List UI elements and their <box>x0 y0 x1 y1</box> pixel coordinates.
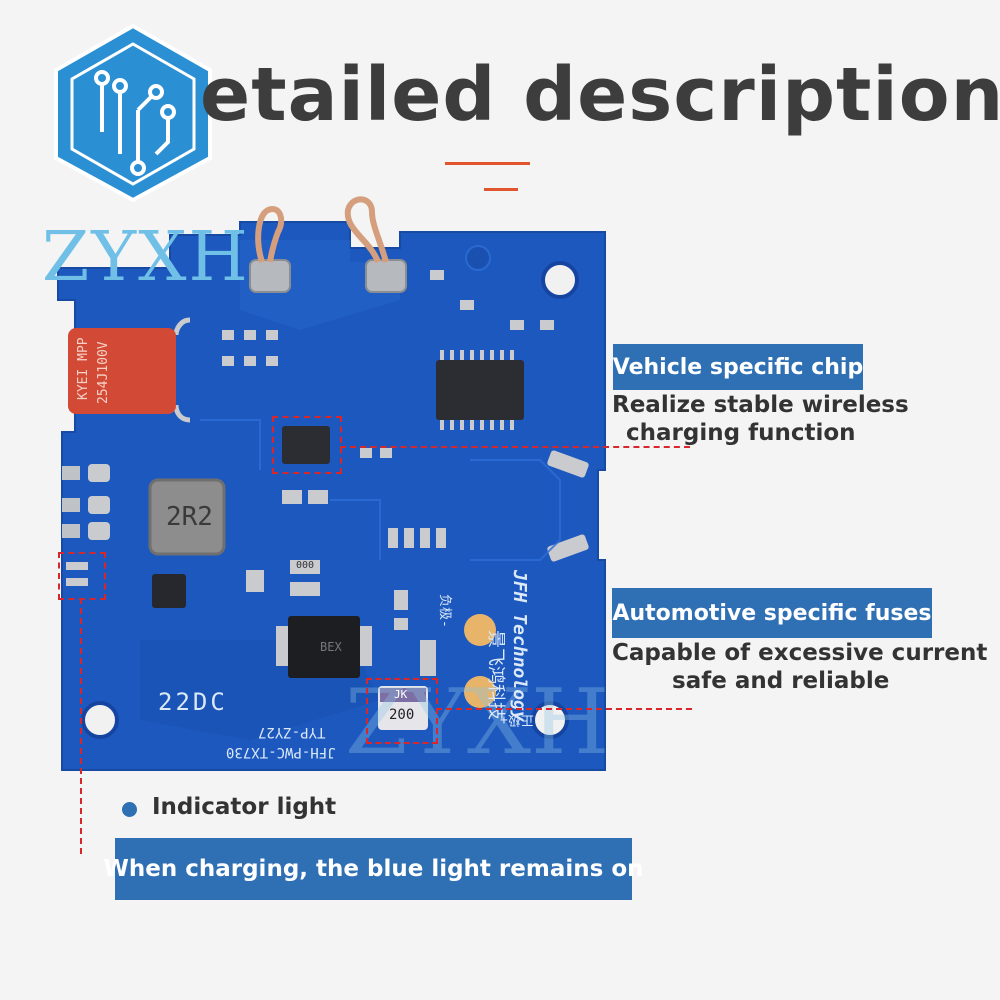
fuse-label-2: 200 <box>389 707 415 723</box>
brand-silk-cn: 景飞鸿科技 <box>485 630 506 720</box>
diode <box>288 616 360 678</box>
inductor <box>148 478 226 556</box>
indicator-highlight-box <box>58 552 106 600</box>
indicator-bullet <box>122 802 137 817</box>
page-title: etailed description <box>200 52 1000 138</box>
capacitor-label-1: KYEI MPP <box>76 337 91 400</box>
fuse-highlight-box <box>366 678 438 744</box>
logo-text: ZYXH <box>42 218 250 297</box>
chip-callout-desc-1: Realize stable wireless <box>612 392 909 418</box>
title-divider <box>445 162 530 165</box>
chip-callout-label: Vehicle specific chip <box>613 344 863 390</box>
title-divider-short <box>484 188 518 191</box>
film-capacitor <box>68 328 176 414</box>
indicator-leader-line <box>80 598 82 854</box>
fuse-callout-desc-1: Capable of excessive current <box>612 640 988 666</box>
brand-silk-en: JFH Technology <box>509 570 530 722</box>
main-ic <box>436 360 524 420</box>
fuse-leader-line <box>436 708 692 710</box>
indicator-callout-desc: When charging, the blue light remains on <box>104 838 644 900</box>
capacitor-label-2: 254J100V <box>96 341 111 404</box>
diode-label: BEX <box>320 640 342 654</box>
fuse-callout-label: Automotive specific fuses <box>612 588 932 638</box>
fuse-callout-desc-2: safe and reliable <box>672 668 890 694</box>
chip-leader-line <box>340 446 690 448</box>
model-silk: 22DC <box>158 688 228 716</box>
resistor-label: 000 <box>296 560 315 571</box>
fuse-label-1: JK <box>394 688 408 701</box>
neg-silk: 负极- <box>437 594 452 628</box>
chip-small <box>282 426 330 464</box>
chip-callout-desc-2: charging function <box>626 420 856 446</box>
watermark-text: ZYXH <box>345 670 610 775</box>
part-silk: JFH-PWC-TX730 <box>226 744 336 760</box>
pos-silk: 正极+ <box>500 712 534 727</box>
chip-highlight-box <box>272 416 342 474</box>
indicator-callout-label: Indicator light <box>152 794 337 820</box>
inductor-label: 2R2 <box>166 502 213 532</box>
hexagon-circuit-icon <box>54 23 212 202</box>
typ-silk: TYP-ZY27 <box>258 724 326 740</box>
